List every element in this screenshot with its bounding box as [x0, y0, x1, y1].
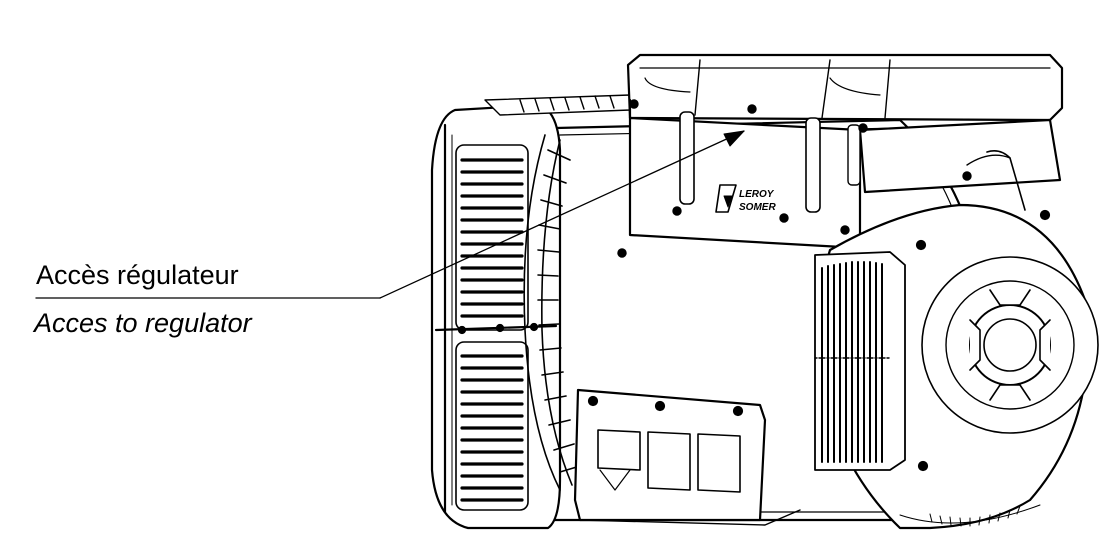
- brand-line1: LEROY: [739, 189, 775, 200]
- callout-arrowhead: [723, 130, 745, 147]
- mounting-foot: [573, 388, 801, 526]
- air-outlet-grille: [430, 94, 631, 530]
- body-bolt: [617, 248, 627, 258]
- terminal-box: [626, 53, 1064, 250]
- callout-label-french: Accès régulateur: [36, 260, 239, 290]
- callout-leader: [35, 130, 745, 299]
- leroy-somer-logo: LEROY SOMER: [715, 184, 776, 213]
- rear-flange: [523, 134, 581, 491]
- callout-label-english: Acces to regulator: [34, 308, 252, 338]
- brand-line2: SOMER: [739, 202, 776, 213]
- air-inlet-grille: [814, 251, 906, 471]
- flywheel-teeth: [929, 505, 1021, 527]
